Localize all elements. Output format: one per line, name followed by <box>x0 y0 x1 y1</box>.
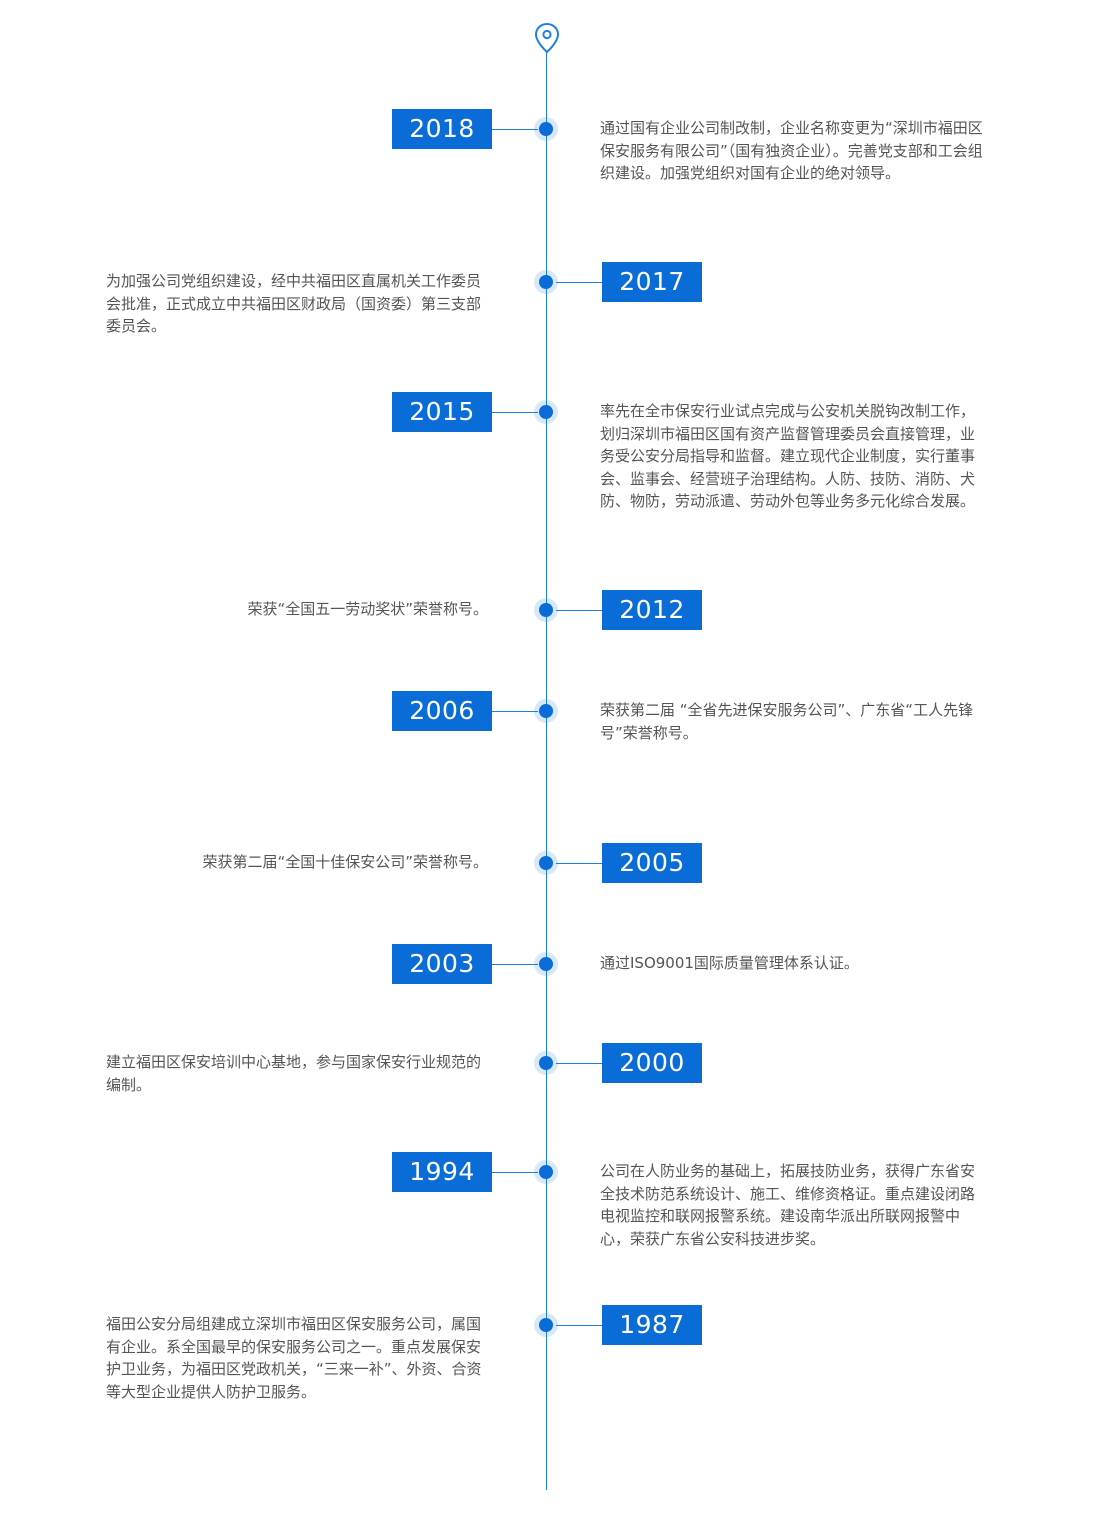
timeline-dot <box>534 952 558 976</box>
event-description: 通过国有企业公司制改制，企业名称变更为“深圳市福田区保安服务有限公司”（国有独资… <box>600 119 983 182</box>
timeline-dot <box>534 851 558 875</box>
event-description: 荣获第二届 “全省先进保安服务公司”、广东省“工人先锋号”荣誉称号。 <box>600 701 974 742</box>
timeline-axis <box>546 52 547 1490</box>
connector-line <box>492 129 538 130</box>
year-label: 2003 <box>392 944 492 984</box>
year-label: 1994 <box>392 1152 492 1192</box>
timeline-dot <box>534 270 558 294</box>
connector-line <box>556 1325 602 1326</box>
connector-line <box>492 964 538 965</box>
timeline-dot <box>534 1051 558 1075</box>
connector-line <box>492 711 538 712</box>
connector-line <box>492 1172 538 1173</box>
connector-line <box>556 610 602 611</box>
year-label: 2018 <box>392 109 492 149</box>
timeline-dot <box>534 1313 558 1337</box>
year-label: 2012 <box>602 590 702 630</box>
timeline-dot <box>534 699 558 723</box>
event-description: 荣获“全国五一劳动奖状”荣誉称号。 <box>247 600 488 618</box>
connector-line <box>556 282 602 283</box>
timeline-dot <box>534 1160 558 1184</box>
connector-line <box>556 863 602 864</box>
year-label: 1987 <box>602 1305 702 1345</box>
year-label: 2015 <box>392 392 492 432</box>
location-pin-icon <box>534 22 560 54</box>
year-label: 2006 <box>392 691 492 731</box>
event-description: 通过ISO9001国际质量管理体系认证。 <box>600 954 859 972</box>
event-description: 率先在全市保安行业试点完成与公安机关脱钩改制工作，划归深圳市福田区国有资产监督管… <box>600 402 976 510</box>
timeline-dot <box>534 117 558 141</box>
timeline-dot <box>534 400 558 424</box>
event-description: 福田公安分局组建成立深圳市福田区保安服务公司，属国有企业。系全国最早的保安服务公… <box>106 1315 482 1401</box>
year-label: 2000 <box>602 1043 702 1083</box>
timeline-dot <box>534 598 558 622</box>
event-description: 荣获第二届“全国十佳保安公司”荣誉称号。 <box>202 853 488 871</box>
connector-line <box>492 412 538 413</box>
event-description: 建立福田区保安培训中心基地，参与国家保安行业规范的编制。 <box>106 1053 482 1094</box>
connector-line <box>556 1063 602 1064</box>
year-label: 2005 <box>602 843 702 883</box>
year-label: 2017 <box>602 262 702 302</box>
event-description: 为加强公司党组织建设，经中共福田区直属机关工作委员会批准，正式成立中共福田区财政… <box>106 272 482 335</box>
event-description: 公司在人防业务的基础上，拓展技防业务，获得广东省安全技术防范系统设计、施工、维修… <box>600 1162 976 1248</box>
